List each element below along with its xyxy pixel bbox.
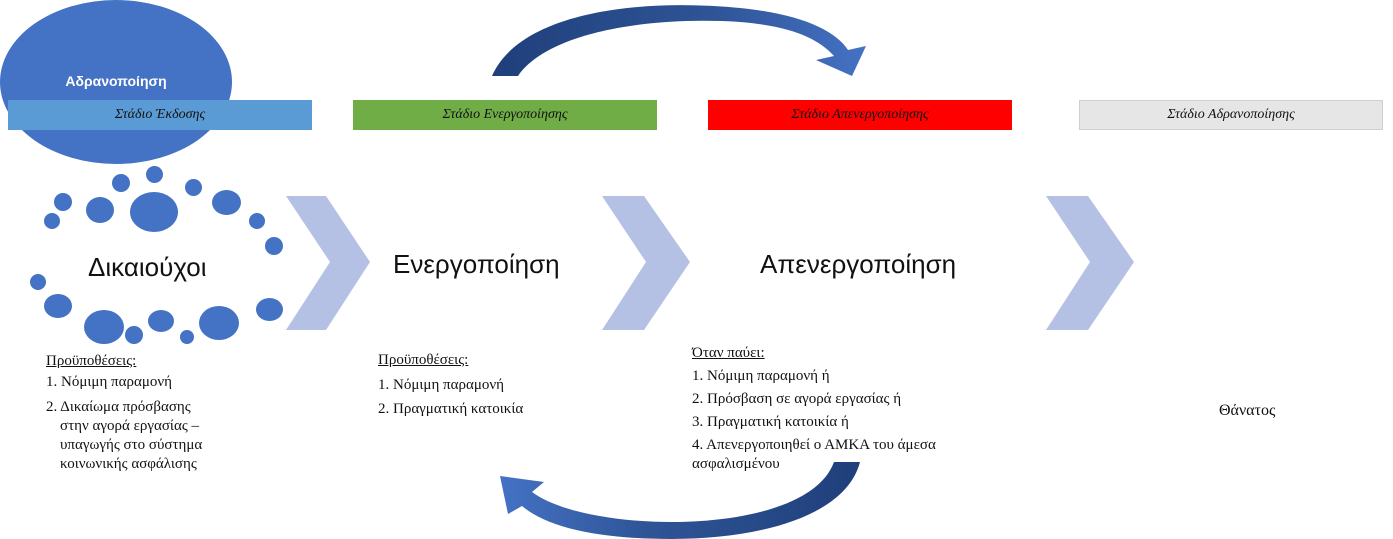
condition-item: 1. Νόμιμη παραμονή — [378, 377, 504, 393]
node-beneficiaries: Δικαιούχοι — [88, 252, 207, 282]
condition-item: 2. Πρόσβαση σε αγορά εργασίας ή — [692, 391, 902, 407]
dot-circle — [180, 330, 194, 344]
dot-circle — [185, 179, 202, 196]
dot-circle — [249, 213, 265, 229]
curved-arrow-bottom-icon — [500, 462, 860, 539]
condition-item: 2. Πραγματική κατοικία — [378, 401, 524, 417]
dot-circle — [86, 197, 114, 223]
chevron-3-icon — [1046, 196, 1134, 330]
dot-circle — [199, 306, 239, 340]
dot-circle — [212, 190, 241, 215]
stage-issue-label: Στάδιο Έκδοσης — [114, 107, 206, 122]
condition-item: ασφαλισμένου — [692, 456, 780, 472]
dot-circle — [256, 298, 283, 321]
node-inactivation: Αδρανοποίηση — [65, 73, 167, 89]
stage-deactivation-label: Στάδιο Απενεργοποίησης — [791, 107, 929, 122]
stage-activation-label: Στάδιο Ενεργοποίησης — [442, 107, 568, 122]
conditions-heading: Όταν παύει: — [692, 345, 765, 361]
dot-circle — [112, 174, 130, 192]
condition-item: 4. Απενεργοποιηθεί ο ΑΜΚΑ του άμεσα — [692, 437, 936, 453]
curved-arrow-top-icon — [492, 5, 866, 76]
condition-item: στην αγορά εργασίας – — [60, 418, 200, 434]
deactivation-conditions: Όταν παύει: 1. Νόμιμη παραμονή ή 2. Πρόσ… — [692, 344, 1052, 474]
chevron-1-icon — [286, 196, 370, 330]
dot-circle — [54, 193, 72, 211]
condition-item: υπαγωγής στο σύστημα — [60, 437, 203, 453]
dot-circle — [84, 310, 124, 344]
condition-item: 1. Νόμιμη παραμονή — [46, 374, 172, 390]
activation-conditions: Προϋποθέσεις: 1. Νόμιμη παραμονή 2. Πραγ… — [378, 351, 638, 419]
dot-circle — [130, 192, 178, 232]
condition-item: 3. Πραγματική κατοικία ή — [692, 414, 849, 430]
conditions-heading: Προϋποθέσεις: — [378, 352, 469, 368]
node-inactivation-circle: Αδρανοποίηση — [0, 0, 232, 164]
node-activation: Ενεργοποίηση — [393, 249, 560, 279]
dot-circle — [44, 294, 72, 318]
beneficiaries-conditions: Προϋποθέσεις: 1. Νόμιμη παραμονή 2. Δικα… — [46, 352, 286, 474]
stage-deactivation-bar: Στάδιο Απενεργοποίησης — [708, 100, 1012, 130]
chevron-2-icon — [602, 196, 690, 330]
condition-item: 2. Δικαίωμα πρόσβασης — [46, 399, 191, 415]
inactivation-reason: Θάνατος — [1219, 402, 1276, 419]
condition-item: 1. Νόμιμη παραμονή ή — [692, 368, 830, 384]
stage-activation-bar: Στάδιο Ενεργοποίησης — [353, 100, 657, 130]
dot-circle — [146, 166, 163, 183]
node-deactivation: Απενεργοποίηση — [760, 249, 957, 279]
stage-inactivation-bar: Στάδιο Αδρανοποίησης — [1079, 100, 1383, 130]
stage-inactivation-label: Στάδιο Αδρανοποίησης — [1167, 107, 1295, 122]
conditions-heading: Προϋποθέσεις: — [46, 353, 137, 369]
dot-circle — [265, 237, 283, 255]
dot-circle — [125, 326, 143, 344]
dot-circle — [30, 274, 46, 290]
stage-issue-bar: Στάδιο Έκδοσης — [8, 100, 312, 130]
condition-item: κοινωνικής ασφάλισης — [60, 456, 197, 472]
dot-circle — [44, 213, 60, 229]
dot-circle — [148, 310, 174, 332]
